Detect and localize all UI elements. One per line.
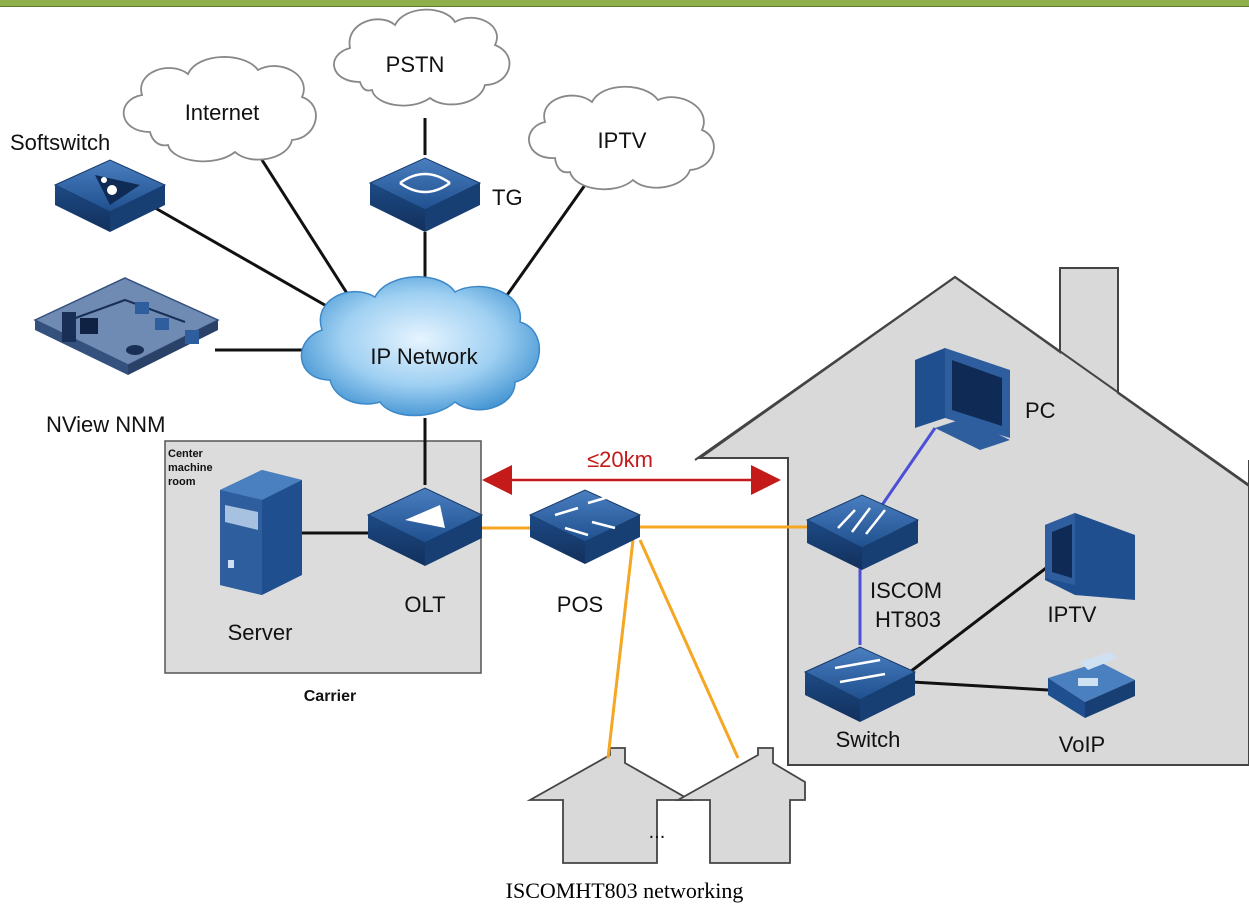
cloud-internet: Internet (122, 56, 317, 163)
switch-label: Switch (836, 727, 901, 752)
iptv-device (1045, 513, 1135, 600)
voip-handset-icon (1080, 652, 1118, 670)
ip-network-cloud: IP Network (300, 276, 541, 417)
iptv-device-label: IPTV (1048, 602, 1097, 627)
iscom-ht803-device (805, 494, 920, 570)
olt-label: OLT (404, 592, 445, 617)
lan-ont-pc (878, 427, 937, 509)
network-links (149, 118, 1051, 692)
cloud-iptv: IPTV (528, 85, 715, 191)
pc-device (915, 348, 1010, 450)
softswitch-gear-icon (107, 185, 117, 195)
center-room-line-2: machine (168, 462, 213, 474)
switch-arrows-icon (834, 658, 886, 684)
small-house-2 (674, 747, 806, 864)
center-room-line-1: Center (168, 448, 204, 460)
iptv-cloud-label: IPTV (598, 128, 647, 153)
top-border-line (0, 6, 1249, 7)
carrier-label: Carrier (304, 688, 356, 705)
iscom-label: ISCOM HT803 (870, 578, 948, 632)
figure-caption: ISCOMHT803 networking (505, 878, 744, 903)
more-houses-ellipsis: ... (649, 821, 666, 843)
softswitch-label: Softswitch (10, 130, 110, 155)
iscom-label-line-1: ISCOM (870, 578, 942, 603)
voip-label: VoIP (1059, 732, 1105, 757)
nview-nnm-device (33, 277, 220, 375)
nview-monitor-icon (80, 318, 98, 334)
server-label: Server (228, 620, 293, 645)
olt-icon (405, 505, 445, 528)
link-switch-voip (911, 680, 1049, 692)
customer-house (696, 267, 1249, 766)
pos-device (528, 489, 642, 564)
fiber-links (481, 525, 808, 759)
pstn-label: PSTN (386, 52, 445, 77)
switch-device (803, 646, 917, 722)
cloud-pstn: PSTN (333, 8, 511, 107)
iscom-label-line-2: HT803 (875, 607, 941, 632)
softswitch-device (53, 159, 167, 232)
voip-phone-device (1048, 652, 1135, 718)
pc-label: PC (1025, 398, 1056, 423)
center-room-line-3: room (168, 476, 196, 488)
voip-keypad-icon (1078, 678, 1098, 686)
ip-network-label: IP Network (370, 344, 478, 369)
link-switch-iptv (909, 563, 1051, 674)
tg-exchange-icon (399, 172, 451, 194)
distance-label: ≤20km (587, 447, 653, 472)
fiber-pos-house2 (638, 539, 740, 759)
fiber-pos-house1 (606, 539, 635, 759)
internet-label: Internet (185, 100, 260, 125)
pos-arrows-icon (554, 494, 616, 537)
nview-database-icon (126, 345, 144, 355)
server-device (220, 470, 302, 595)
iscom-icon (837, 507, 886, 535)
small-house-1 (526, 747, 694, 864)
link-internet-ip (260, 159, 352, 299)
link-softswitch-ip (149, 203, 331, 310)
tg-device (368, 157, 482, 232)
top-border (0, 0, 1249, 6)
link-iptv-ip (503, 184, 587, 299)
nview-server-icon (62, 312, 76, 342)
olt-device (366, 487, 484, 566)
house-roof-outline (694, 275, 1249, 486)
pos-label: POS (557, 592, 603, 617)
tg-label: TG (492, 185, 523, 210)
lan-links (858, 427, 937, 645)
nview-label: NView NNM (46, 412, 165, 437)
center-room-label: Center machine room (168, 448, 216, 488)
